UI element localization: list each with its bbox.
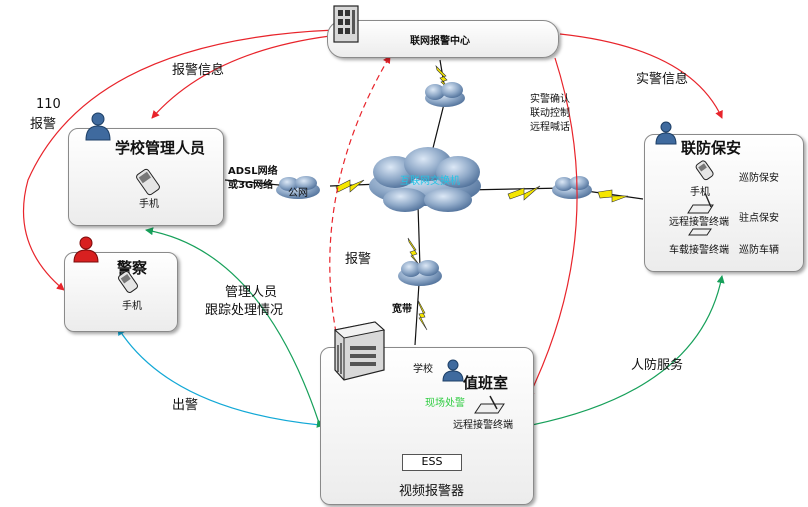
cloud-top (425, 82, 465, 107)
cloud-internet (369, 147, 481, 212)
cloud-internet-label: 互联网交换机 (400, 176, 460, 187)
label-confirm-3: 远程喊话 (530, 122, 570, 133)
security-title: 联防保安 (681, 139, 742, 157)
police-title: 警察 (117, 259, 148, 277)
label-real-alarm: 实警信息 (636, 72, 689, 87)
school-box: 学校 值班室 现场处警 远程接警终端 视频报警器 (320, 347, 534, 505)
cloud-security (552, 176, 592, 199)
label-mgr-track-1: 管理人员 (225, 285, 278, 300)
bolt-icon (597, 189, 629, 203)
security-car-terminal: 车载接警终端 (669, 245, 729, 256)
label-dispatch: 出警 (172, 398, 199, 413)
ess-box: ESS (402, 454, 462, 471)
onsite-label: 现场处警 (425, 398, 465, 409)
school-manager-box: 学校管理人员 手机 (68, 128, 224, 226)
school-manager-title: 学校管理人员 (115, 139, 206, 157)
police-phone-label: 手机 (122, 301, 142, 312)
bolt-icon (407, 237, 421, 267)
label-confirm-1: 实警确认 (530, 94, 570, 105)
security-remote-terminal: 远程接警终端 (669, 217, 729, 228)
label-report: 报警 (345, 252, 372, 267)
school-label: 学校 (413, 364, 433, 375)
arrow-real-alarm (559, 33, 723, 119)
school-remote-terminal: 远程接警终端 (453, 420, 513, 431)
bolt-icon (335, 179, 365, 193)
security-phone-label: 手机 (690, 187, 710, 198)
network-label-3g: 或3G网络 (228, 180, 274, 191)
school-manager-phone-label: 手机 (139, 199, 159, 210)
line-internet-secnet (464, 187, 566, 191)
security-stationed-guard: 驻点保安 (739, 213, 779, 224)
arrow-alarm-info (151, 35, 331, 119)
label-alarm-info: 报警信息 (172, 63, 225, 78)
duty-room-title: 值班室 (463, 374, 509, 392)
arrow-110 (22, 29, 336, 291)
video-alarm-device-label: 视频报警器 (399, 484, 465, 499)
network-label-adsl: ADSL网络 (228, 166, 278, 177)
alarm-center-title: 联网报警中心 (410, 36, 470, 47)
label-110-number: 110 (36, 97, 61, 112)
cloud-broadband (398, 260, 442, 286)
security-patrol-guard: 巡防保安 (739, 173, 779, 184)
broadband-label: 宽带 (392, 304, 412, 315)
arrow-civil-service (524, 275, 725, 431)
cloud-publicnet-label: 公网 (288, 188, 308, 199)
cloud-publicnet (276, 176, 320, 199)
label-confirm-2: 联动控制 (530, 108, 570, 119)
label-civil-service: 人防服务 (631, 358, 684, 373)
bolt-icon (417, 299, 428, 331)
line-internet-broadband (417, 204, 421, 269)
bolt-icon (507, 185, 541, 201)
ess-label: ESS (421, 455, 443, 468)
alarm-center-box: 联网报警中心 (327, 20, 559, 58)
arrow-dispatch (117, 327, 321, 426)
label-110-alarm: 报警 (30, 117, 57, 132)
label-mgr-track-2: 跟踪处理情况 (205, 303, 284, 318)
security-box: 联防保安 手机 远程接警终端 车载接警终端 巡防保安 驻点保安 巡防车辆 (644, 134, 804, 272)
arrow-report (329, 55, 391, 353)
arrow-mgr-track (145, 227, 325, 428)
security-patrol-car: 巡防车辆 (739, 245, 779, 256)
police-box: 警察 手机 (64, 252, 178, 332)
